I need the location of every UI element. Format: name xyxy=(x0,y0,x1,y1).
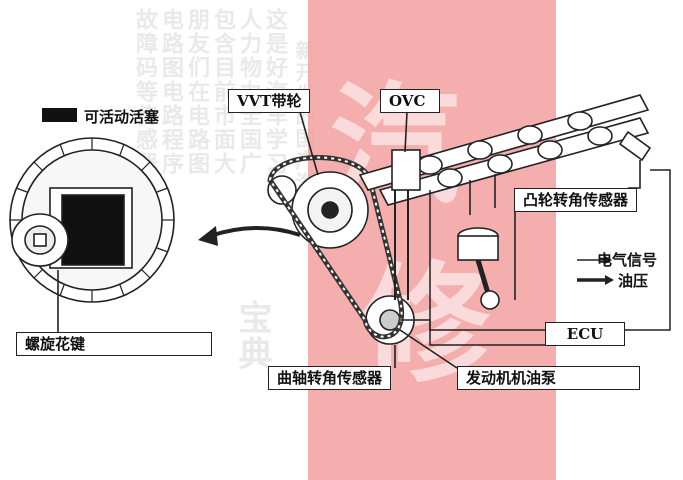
ovc-valve xyxy=(391,149,421,191)
ecu-box: ECU xyxy=(545,322,625,346)
vvt-sprocket-exploded xyxy=(9,137,175,303)
ovc-label: OVC xyxy=(380,89,440,113)
oil-pump-label: 发动机机油泵 xyxy=(457,366,640,390)
watermark-column: 电路图电路程序 xyxy=(158,8,183,176)
cam-sensor-label: 凸轮转角传感器 xyxy=(514,188,638,212)
cam-sensor-body xyxy=(618,130,652,162)
camshafts xyxy=(358,94,650,206)
vvt-pulley xyxy=(291,171,369,249)
vvt-pulley-label: VVT带轮 xyxy=(228,89,311,113)
watermark-column: 故障码等传感器 xyxy=(132,8,157,176)
crank-sensor-label: 曲轴转角传感器 xyxy=(268,366,392,390)
oil-pressure-label: 油压 xyxy=(618,272,649,290)
piston-label: 可活动活塞 xyxy=(84,108,160,126)
electric-signal-label: 电气信号 xyxy=(597,251,658,269)
piston-legend-swatch xyxy=(42,108,77,122)
watermark-column: 宝典 xyxy=(232,300,272,372)
watermark-column: 朋友们在电路图 xyxy=(184,8,209,176)
helical-spline-label: 螺旋花键 xyxy=(16,332,212,356)
